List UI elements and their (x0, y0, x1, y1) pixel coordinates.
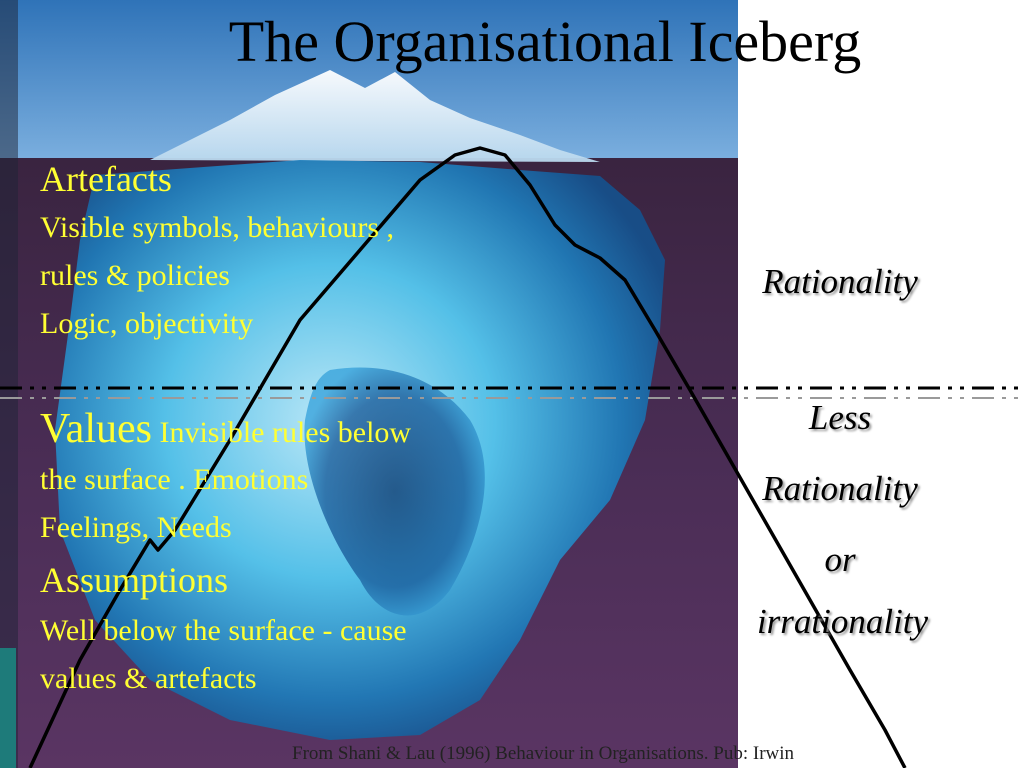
artefacts-heading: Artefacts (40, 159, 172, 199)
left-shadow (0, 0, 18, 768)
assumptions-line-1: Well below the surface - cause (40, 614, 407, 647)
artefacts-line-3: Logic, objectivity (40, 307, 254, 340)
values-text: Invisible rules below (151, 416, 412, 449)
rationality-curve (28, 146, 907, 768)
values-line-2: the surface . Emotions (40, 463, 309, 496)
artefacts-line-2: rules & policies (40, 259, 230, 292)
left-teal-strip (0, 648, 16, 768)
iceberg-cave (304, 367, 485, 616)
assumptions-line-2: values & artefacts (40, 662, 257, 695)
less-rationality-label: Rationality (762, 469, 918, 508)
iceberg-tip (150, 70, 600, 162)
values-line-1: Values Invisible rules below (40, 405, 411, 453)
page-title: The Organisational Iceberg (228, 9, 862, 74)
rationality-label: Rationality (762, 262, 918, 301)
source-credit: From Shani & Lau (1996) Behaviour in Org… (292, 743, 795, 764)
irrationality-label: irrationality (756, 602, 929, 641)
assumptions-heading: Assumptions (40, 560, 229, 600)
values-heading: Values (40, 406, 152, 452)
or-label: or (824, 540, 856, 579)
artefacts-line-1: Visible symbols, behaviours , (40, 211, 395, 244)
values-line-3: Feelings, Needs (40, 511, 232, 544)
less-label: Less (808, 398, 872, 437)
